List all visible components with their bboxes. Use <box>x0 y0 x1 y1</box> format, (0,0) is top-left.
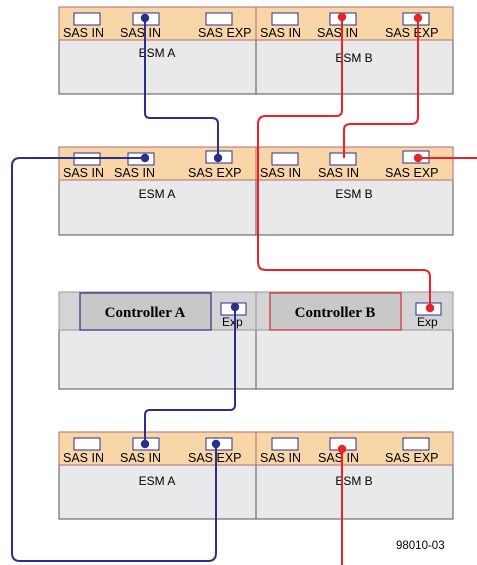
port-label: SAS IN <box>260 166 301 180</box>
port-label: SAS IN <box>318 166 359 180</box>
sas-in-port-1[interactable] <box>73 12 101 26</box>
module-label: ESM A <box>139 187 176 201</box>
controller-a-box[interactable] <box>79 292 212 331</box>
module-label: ESM B <box>335 51 372 65</box>
port-label: SAS IN <box>63 26 104 40</box>
port-label: SAS IN <box>120 26 161 40</box>
esm-a-module: SAS IN SAS IN SAS EXP ESM A <box>58 146 257 236</box>
sas-exp-port[interactable] <box>402 437 430 451</box>
connector-dot <box>337 12 347 22</box>
port-label: SAS IN <box>260 451 301 465</box>
port-label: SAS IN <box>317 26 358 40</box>
controller-shelf: Controller A Exp Controller B Exp <box>58 291 454 390</box>
cable-controller-a-to-shelf3 <box>144 307 236 444</box>
port-label: SAS EXP <box>385 166 439 180</box>
connector-dot <box>425 303 435 313</box>
cable-b-endpoints <box>337 12 435 454</box>
port-label: SAS EXP <box>188 166 242 180</box>
port-label: SAS EXP <box>188 451 242 465</box>
connector-dot <box>413 153 423 163</box>
esm-shelf-3: SAS IN SAS IN SAS EXP ESM A SAS IN SAS I… <box>58 431 454 520</box>
cable-shelf1-to-controller-b <box>257 17 431 308</box>
sas-exp-port[interactable] <box>205 12 233 26</box>
controller-a-module: Controller A Exp <box>58 291 257 390</box>
connector-dot <box>213 153 223 163</box>
connector-dot <box>140 13 150 23</box>
cable-shelf2-loop-to-shelf3 <box>11 157 217 562</box>
controller-label: Controller A <box>105 305 186 321</box>
port-label: Exp <box>222 315 243 329</box>
controller-b-module: Controller B Exp <box>255 291 454 390</box>
esm-b-module: SAS IN SAS IN SAS EXP ESM B <box>255 6 454 95</box>
cables-b <box>257 17 477 565</box>
port-label: SAS IN <box>318 451 359 465</box>
esm-a-module: SAS IN SAS IN SAS EXP ESM A <box>58 431 257 520</box>
port-label: SAS IN <box>63 166 104 180</box>
port-label: Exp <box>417 315 438 329</box>
port-label: SAS EXP <box>385 451 439 465</box>
module-label: ESM A <box>139 474 176 488</box>
sas-in-port-1[interactable] <box>73 437 101 451</box>
port-label: SAS IN <box>120 451 161 465</box>
cable-a-endpoints <box>140 13 240 449</box>
controller-b-box[interactable] <box>269 292 402 331</box>
module-label: ESM A <box>139 46 176 60</box>
sas-in-port-1[interactable] <box>271 152 299 166</box>
module-label: ESM B <box>335 474 372 488</box>
connector-dot <box>211 439 221 449</box>
sas-in-port-1[interactable] <box>271 12 299 26</box>
controller-label: Controller B <box>295 305 376 321</box>
esm-b-module: SAS IN SAS IN SAS EXP ESM B <box>255 146 454 236</box>
connector-dot <box>140 439 150 449</box>
figure-id: 98010-03 <box>396 540 445 552</box>
cable-shelf1-to-shelf2 <box>144 18 219 158</box>
esm-b-module: SAS IN SAS IN SAS EXP ESM B <box>255 431 454 520</box>
port-label: SAS IN <box>63 451 104 465</box>
module-label: ESM B <box>335 187 372 201</box>
connector-dot <box>140 153 150 163</box>
sas-in-port-1[interactable] <box>271 437 299 451</box>
esm-shelf-1: SAS IN SAS IN SAS EXP ESM A SAS IN SAS I… <box>58 6 454 95</box>
cable-shelf1-b-to-shelf2-b <box>343 18 419 158</box>
connector-dot <box>413 13 423 23</box>
port-label: SAS IN <box>260 26 301 40</box>
esm-shelf-2: SAS IN SAS IN SAS EXP ESM A SAS IN SAS I… <box>58 146 454 236</box>
connector-dot <box>230 302 240 312</box>
port-label: SAS EXP <box>385 26 439 40</box>
connector-dot <box>337 444 347 454</box>
esm-a-module: SAS IN SAS IN SAS EXP ESM A <box>58 6 257 95</box>
port-label: SAS EXP <box>198 26 252 40</box>
port-label: SAS IN <box>114 166 155 180</box>
cables-a <box>11 18 236 562</box>
